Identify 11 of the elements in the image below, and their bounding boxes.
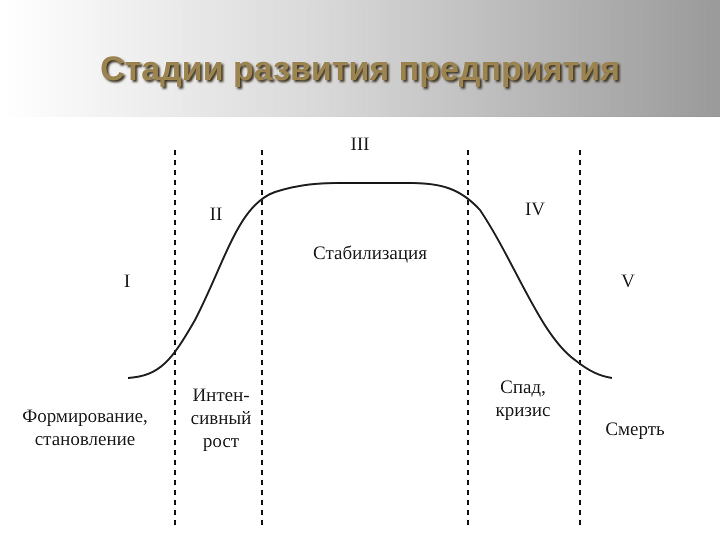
stage-numeral: IV (524, 198, 546, 221)
stage-name: Стабилизация (312, 242, 428, 265)
stage-numeral: II (208, 203, 224, 226)
stage-numeral: I (122, 270, 132, 293)
stage-numeral: III (350, 133, 370, 156)
title: Стадии развития предприятия (99, 50, 621, 89)
stage-name: Интен- сивный рост (190, 384, 252, 453)
stage-name: Спад, кризис (494, 376, 552, 422)
stage-name: Смерть (604, 418, 666, 441)
stage-name: Формирование, становление (21, 405, 149, 451)
stage-numeral: V (620, 270, 636, 293)
